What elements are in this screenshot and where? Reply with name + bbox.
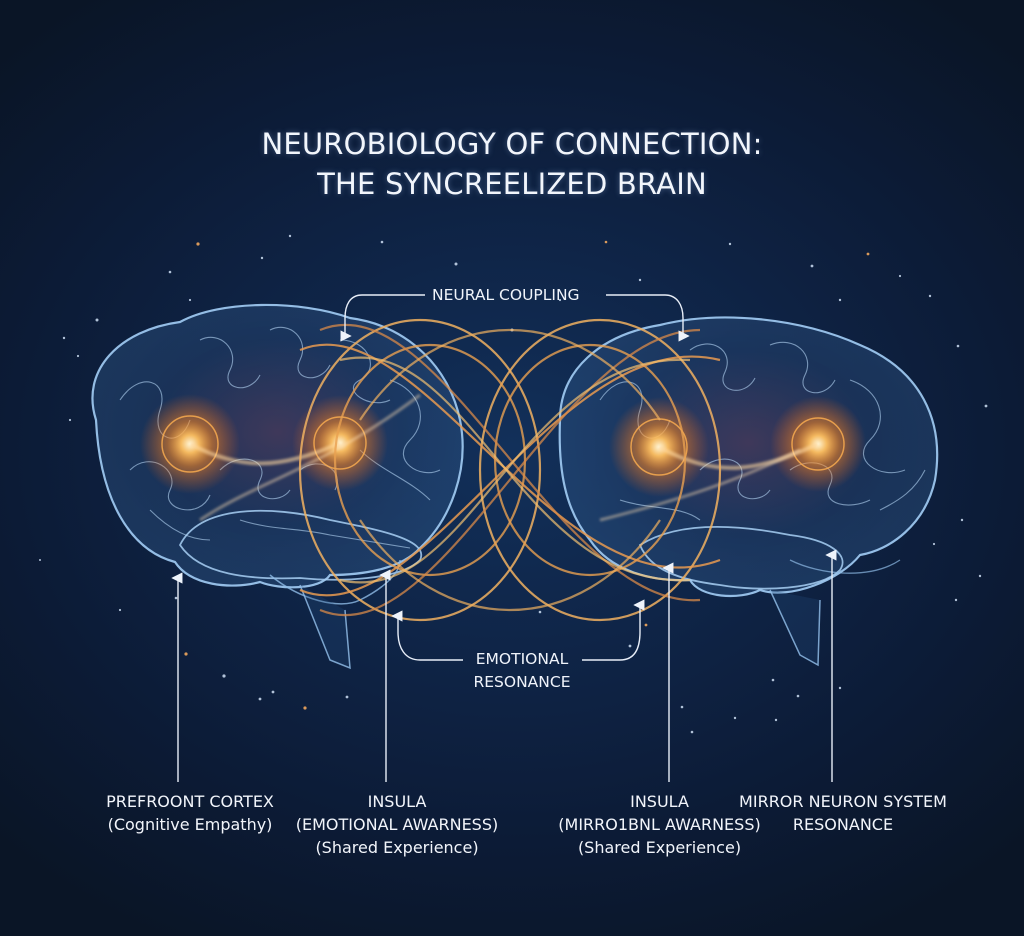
callout-title: MIRROR NEURON SYSTEM — [739, 792, 947, 811]
callout-subtitle: (Cognitive Empathy) — [107, 815, 273, 834]
star-field — [39, 234, 988, 734]
neural-coupling-label: NEURAL COUPLING — [432, 284, 580, 307]
callout-detail: (Shared Experience) — [577, 838, 742, 857]
callout-subtitle: (MIRRO1BNL AWARNESS) — [558, 815, 761, 834]
callout-arrows — [171, 549, 837, 782]
callout-mirror-neuron-system: MIRROR NEURON SYSTEM RESONANCE — [732, 790, 954, 836]
neural-coupling-loops — [298, 318, 722, 622]
callout-title: PREFROONT CORTEX — [106, 792, 274, 811]
callout-subtitle: (EMOTIONAL AWARNESS) — [295, 815, 499, 834]
callout-title: INSULA — [367, 792, 427, 811]
emotional-resonance-connector — [391, 599, 645, 661]
neural-coupling-text: NEURAL COUPLING — [432, 286, 580, 304]
callout-detail: (Shared Experience) — [315, 838, 479, 857]
callout-insula-left: INSULA (EMOTIONAL AWARNESS) (Shared Expe… — [292, 790, 502, 859]
callout-subtitle: RESONANCE — [792, 815, 894, 834]
neural-coupling-connector — [340, 294, 690, 342]
emotional-resonance-line-2: RESONANCE — [473, 673, 571, 691]
callout-insula-right: INSULA (MIRRO1BNL AWARNESS) (Shared Expe… — [552, 790, 767, 859]
left-brain — [91, 303, 464, 670]
emotional-resonance-line-1: EMOTIONAL — [475, 650, 569, 668]
page-title: NEUROBIOLOGY OF CONNECTION: THE SYNCREEL… — [0, 124, 1024, 204]
right-brain — [558, 316, 939, 667]
callout-prefrontal-cortex: PREFROONT CORTEX (Cognitive Empathy) — [95, 790, 285, 836]
title-line-1: NEUROBIOLOGY OF CONNECTION: — [261, 127, 763, 161]
emotional-resonance-label: EMOTIONAL RESONANCE — [462, 648, 582, 694]
callout-title: INSULA — [630, 792, 689, 811]
title-line-2: THE SYNCREELIZED BRAIN — [317, 167, 707, 201]
